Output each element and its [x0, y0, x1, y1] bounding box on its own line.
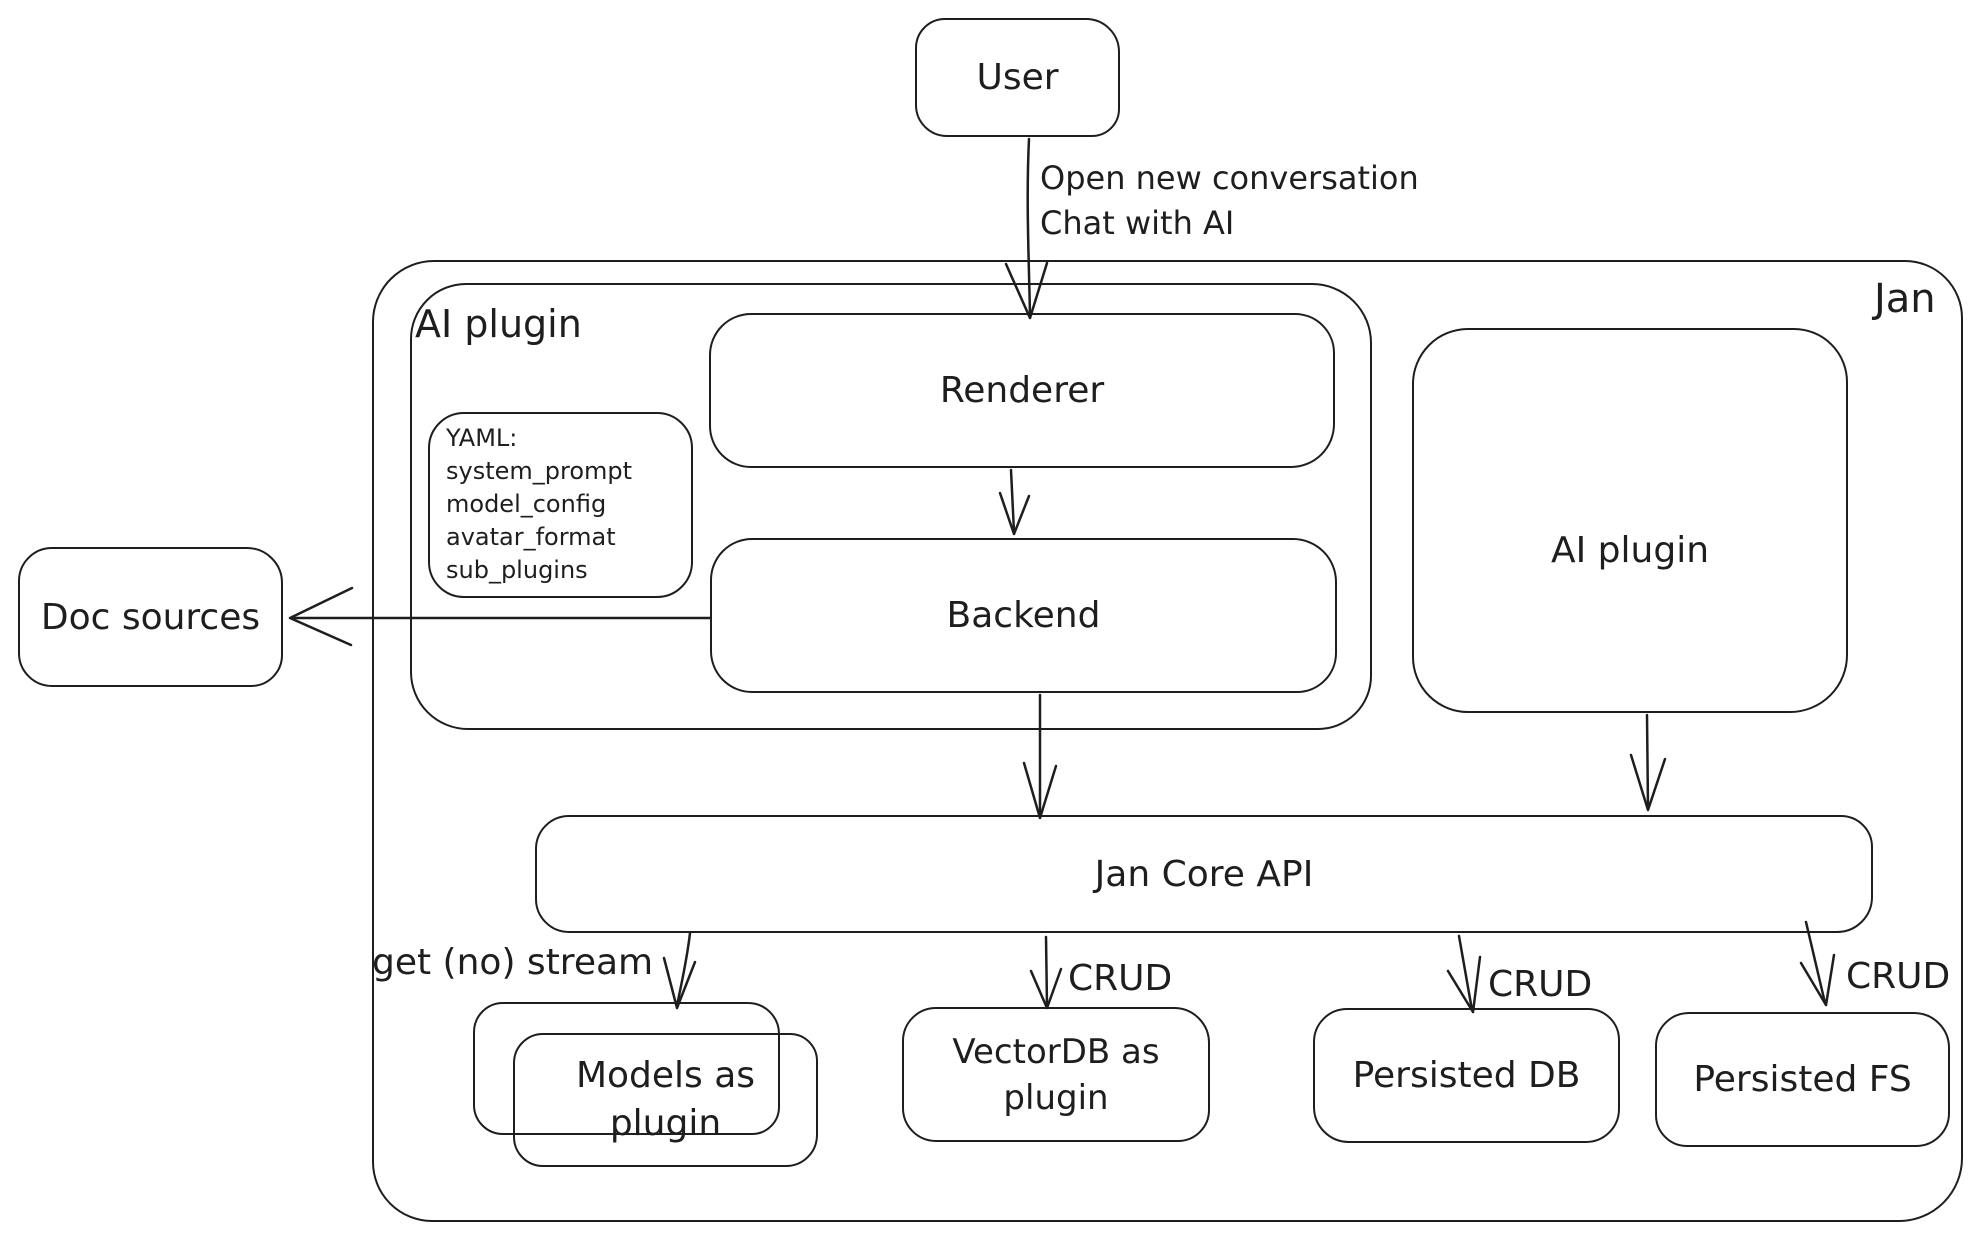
node-renderer: Renderer	[709, 313, 1335, 468]
node-ai-plugin-right: AI plugin	[1412, 328, 1848, 713]
node-user: User	[915, 18, 1120, 137]
node-models-plugin-label-line1: Models as	[575, 1055, 756, 1096]
node-yaml-note: YAML: system_prompt model_config avatar_…	[428, 412, 693, 598]
yaml-line: sub_plugins	[446, 556, 588, 584]
edge-label-user-action: Open new conversation Chat with AI	[1040, 156, 1419, 246]
node-jan-core-api-label: Jan Core API	[1094, 853, 1314, 895]
node-doc-sources: Doc sources	[18, 547, 283, 687]
node-vectordb-label-line1: VectorDB as	[952, 1031, 1160, 1072]
node-persisted-db: Persisted DB	[1313, 1008, 1620, 1143]
node-ai-plugin-left	[410, 283, 1372, 730]
node-backend: Backend	[710, 538, 1337, 693]
node-vectordb-label-line2: plugin	[1003, 1077, 1109, 1118]
yaml-line: system_prompt	[446, 457, 633, 485]
node-persisted-fs: Persisted FS	[1655, 1012, 1950, 1147]
node-persisted-db-label: Persisted DB	[1352, 1055, 1581, 1096]
node-user-label: User	[976, 57, 1059, 98]
node-models-plugin-label-line2: plugin	[609, 1103, 722, 1144]
node-vectordb-plugin: VectorDB as plugin	[902, 1007, 1210, 1142]
edge-label-crud-persisted-db: CRUD	[1488, 964, 1593, 1005]
node-ai-plugin-right-label: AI plugin	[1550, 530, 1710, 571]
yaml-line: model_config	[446, 490, 607, 518]
edge-label-get-no-stream: get (no) stream	[372, 942, 654, 983]
node-renderer-label: Renderer	[939, 370, 1105, 411]
yaml-line: avatar_format	[446, 523, 616, 551]
yaml-line: YAML:	[446, 424, 518, 452]
node-jan-label: Jan	[1874, 276, 1936, 322]
node-models-plugin-back	[473, 1002, 780, 1135]
node-persisted-fs-label: Persisted FS	[1693, 1059, 1912, 1100]
edge-label-user-action-line1: Open new conversation	[1040, 159, 1419, 197]
node-jan-container	[372, 260, 1963, 1222]
node-ai-plugin-left-label: AI plugin	[415, 302, 582, 346]
edge-label-crud-vectordb: CRUD	[1068, 958, 1173, 999]
node-doc-sources-label: Doc sources	[40, 596, 261, 638]
edge-label-crud-persisted-fs: CRUD	[1846, 956, 1951, 997]
yaml-note-text: YAML: system_prompt model_config avatar_…	[446, 422, 632, 587]
node-jan-core-api: Jan Core API	[535, 815, 1873, 933]
node-models-plugin: Models as plugin	[513, 1033, 818, 1167]
node-backend-label: Backend	[946, 595, 1101, 636]
edge-label-user-action-line2: Chat with AI	[1040, 204, 1235, 242]
